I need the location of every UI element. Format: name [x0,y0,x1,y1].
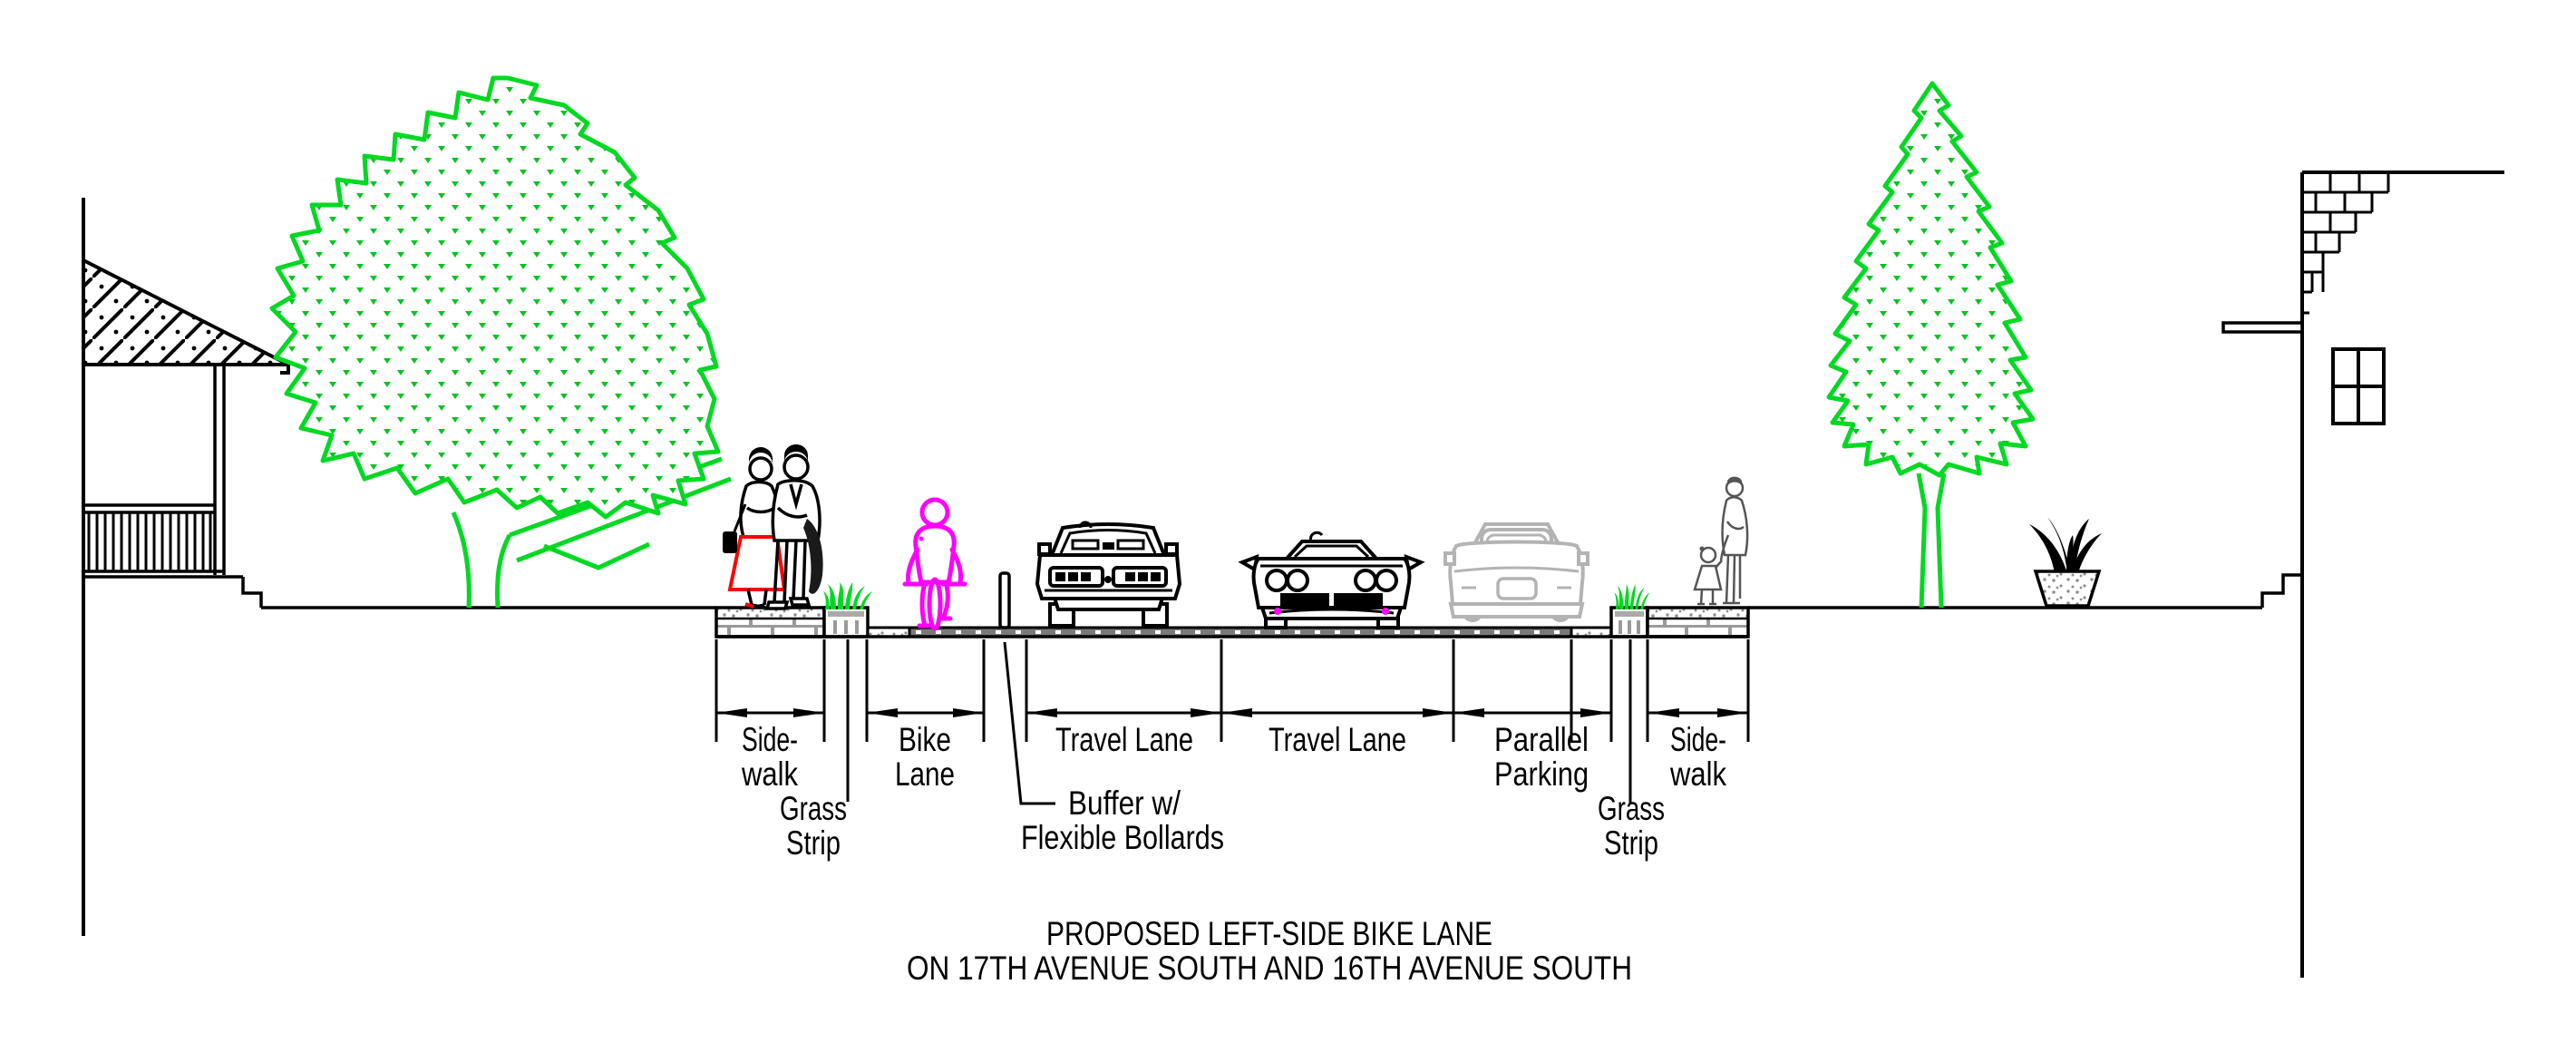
drawing-title: PROPOSED LEFT-SIDE BIKE LANE ON 17TH AVE… [907,915,1632,987]
label-grass-strip-left-line2: Strip [786,824,841,862]
label-bike-lane-line2: Lane [895,755,955,793]
left-tree-canopy [269,75,721,520]
label-sidewalk-right-line1: Side- [1670,721,1726,758]
leader-buffer [1003,641,1055,805]
dimension-labels: Side- walk Grass Strip Bike Lane Buffer … [741,721,1726,862]
right-tree-canopy [1826,81,2036,478]
label-sidewalk-left-line1: Side- [742,721,798,758]
right-building [2221,171,2504,978]
building-ledge [2221,321,2304,334]
tail-light [1375,569,1398,592]
plant-leaves [2029,517,2102,573]
label-grass-strip-left-line1: Grass [780,790,847,827]
woman-figure [723,447,787,609]
car-travel-lane-right [1238,531,1425,629]
porch-eave [83,363,290,375]
right-tree [1826,81,2036,609]
tail-light [1354,569,1377,592]
dimension-extension-lines [714,639,1750,742]
label-grass-strip-right-line1: Grass [1598,790,1665,827]
label-travel-lane-right: Travel Lane [1269,721,1406,758]
label-sidewalk-left-line2: walk [741,755,798,793]
sedan-mirror-left [1037,542,1052,556]
right-tree-trunk [1916,473,1947,609]
sidewalk-left-surface [716,608,824,619]
label-parallel-parking-line2: Parking [1494,755,1589,793]
adult-with-child [1693,476,1749,606]
potted-plant [2029,517,2102,608]
title-line1: PROPOSED LEFT-SIDE BIKE LANE [1046,915,1492,952]
porch-balusters [87,512,212,571]
license-plate [1496,577,1538,600]
leader-lines [846,639,1632,805]
label-grass-strip-right-line2: Strip [1604,824,1658,862]
left-tree [269,75,732,609]
sidewalk-right-surface [1648,608,1748,619]
label-bike-lane-line1: Bike [899,721,951,758]
planter-right [1609,606,1649,638]
sidewalk-right-base [1648,619,1748,637]
tail-light [1286,569,1309,592]
porch-roof [82,257,289,366]
flexible-bollard [998,571,1011,629]
tail-light [1265,569,1288,592]
sedan-mirror-right [1164,542,1179,556]
planter-left [822,606,870,638]
porch-rail [83,503,215,514]
pedestrian-couple [723,444,823,610]
draped-coat [803,519,823,594]
man-figure [764,444,823,610]
sports-car-roof [1282,540,1381,560]
plant-pot [2033,570,2102,608]
sidewalk-left-base [716,619,824,637]
porch-structure [82,198,290,936]
building-steps [2260,573,2302,608]
child-figure [1693,546,1723,606]
label-parallel-parking-line1: Parallel [1494,721,1589,758]
label-travel-lane-left: Travel Lane [1055,721,1193,758]
street-section [714,606,1750,638]
porch-floor [83,570,263,608]
porch-post [213,365,226,575]
building-bricks [2302,172,2390,315]
car-travel-lane-left [1035,521,1182,628]
grass-tuft-left [823,582,872,609]
title-line2: ON 17TH AVENUE SOUTH AND 16TH AVENUE SOU… [907,950,1632,987]
building-window [2331,347,2386,425]
label-sidewalk-right-line2: walk [1669,755,1726,793]
parked-car [1444,522,1589,622]
handbag [723,531,737,553]
bike-wheel [927,577,943,631]
label-buffer-line1: Buffer w/ [1068,784,1181,822]
label-buffer-line2: Flexible Bollards [1021,819,1224,856]
cyclist [902,497,967,631]
grass-tuft-right [1614,584,1650,609]
